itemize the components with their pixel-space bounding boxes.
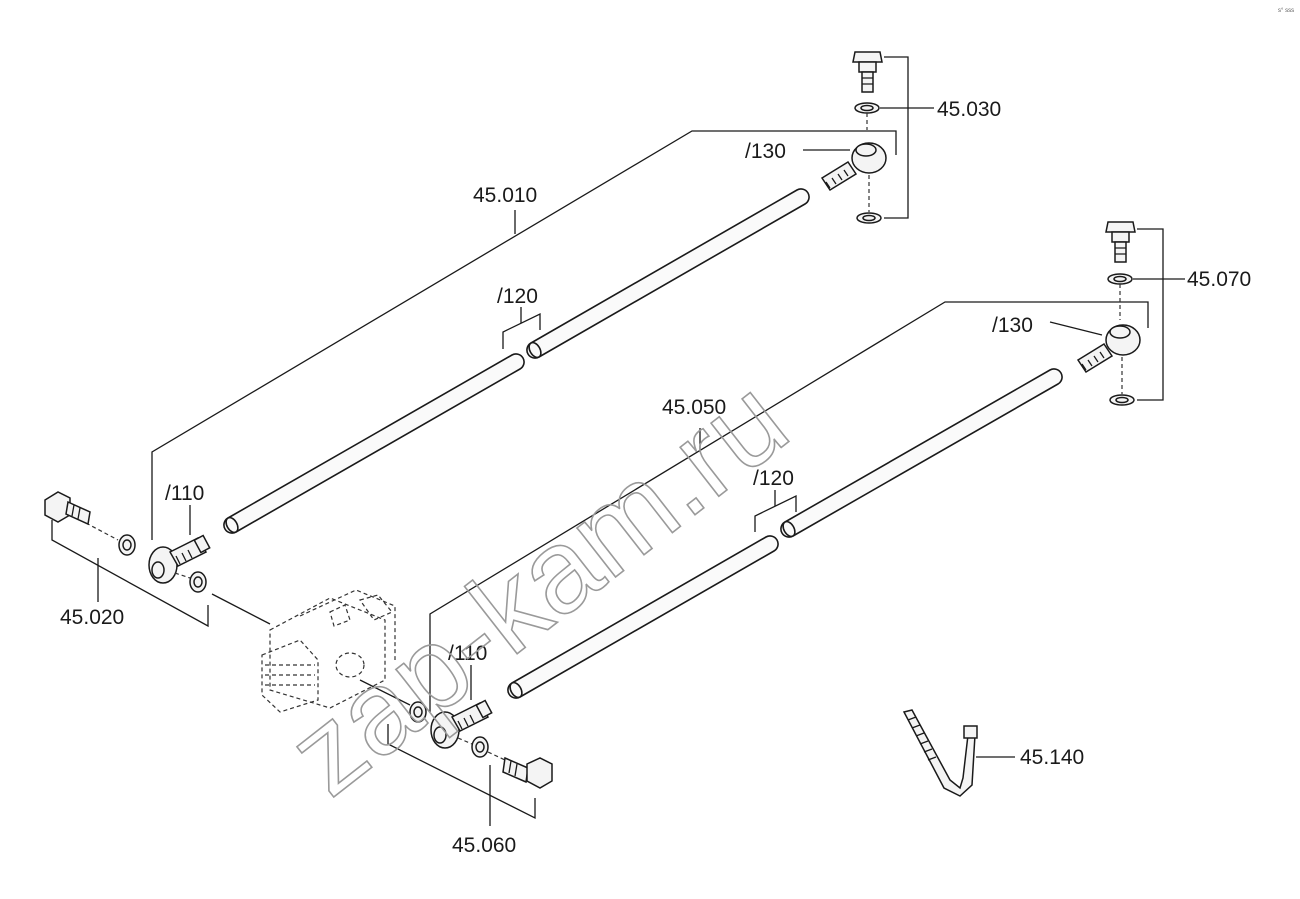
label-130-upper: /130 [745,140,786,163]
bracket-45-020 [51,520,209,628]
banjo-fitting-upper-left [148,534,211,584]
banjo-bolt-upper-right [852,51,883,93]
label-45-050: 45.050 [662,396,726,419]
label-45-060: 45.060 [452,834,516,857]
pipe-lower-left [507,535,779,699]
leader-45-010 [151,130,897,540]
injection-pump-outline [261,589,396,713]
pipe-upper-left [223,353,525,534]
label-110-lower: /110 [448,642,487,665]
banjo-fitting-lower-right [1076,324,1141,374]
corner-mark: s° sss [1278,8,1294,14]
label-45-070: 45.070 [1187,268,1251,291]
label-130-lower: /130 [992,314,1033,337]
pipe-upper-right [526,188,810,359]
bracket-45-070 [1137,228,1164,401]
banjo-bolt-lower-right [1105,221,1136,263]
label-45-020: 45.020 [60,606,124,629]
label-110-upper: /110 [165,482,204,505]
watermark: zap-kam.ru [265,353,811,820]
label-120-lower: /120 [753,467,794,490]
banjo-bolt-lower-left [502,756,553,789]
pipe-lower-right [780,368,1063,538]
label-45-030: 45.030 [937,98,1001,121]
banjo-fitting-upper-right [820,142,887,192]
bracket-45-030 [884,56,909,219]
banjo-bolt-upper-left [44,491,91,526]
leader-130-lower [1049,321,1103,336]
label-45-140: 45.140 [1020,746,1084,769]
banjo-fitting-lower-left [430,699,493,749]
link-pump-lower [359,679,411,706]
link-pump-upper [211,593,271,625]
leader-45-050 [429,301,1149,712]
cable-strap [902,709,978,797]
bracket-45-060 [387,724,536,820]
label-45-010: 45.010 [473,184,537,207]
label-120-upper: /120 [497,285,538,308]
